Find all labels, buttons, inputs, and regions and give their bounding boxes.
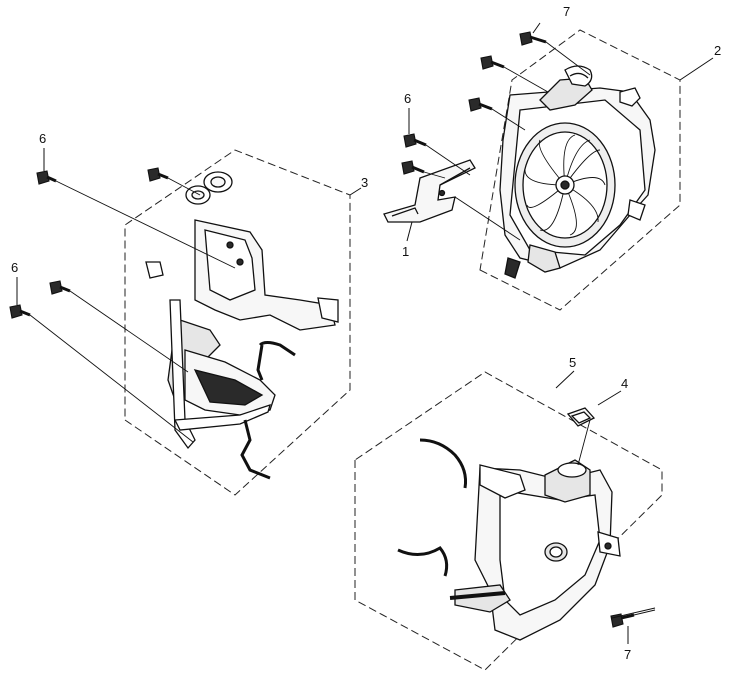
leader-lines <box>16 22 714 644</box>
callout-part-7-bottom: 7 <box>624 647 632 662</box>
callout-part-1: 1 <box>402 244 410 259</box>
lower-housing-part-5 <box>397 438 621 641</box>
bolt-icon <box>519 31 547 46</box>
bolt-icon <box>36 170 57 185</box>
callout-part-6-left-lower: 6 <box>11 260 19 275</box>
callout-part-6-top: 6 <box>404 91 412 106</box>
callout-part-6-left-upper: 6 <box>39 131 47 146</box>
bolt-icon <box>401 160 425 175</box>
callout-part-3: 3 <box>361 175 369 190</box>
callout-part-5: 5 <box>569 355 577 370</box>
group-outline-lower-housing <box>354 371 663 671</box>
bolts <box>9 31 635 628</box>
callout-part-4: 4 <box>621 376 629 391</box>
assembly-lines <box>29 41 656 616</box>
bolt-icon <box>480 55 505 70</box>
bracket-part-1 <box>383 159 476 223</box>
bolt-icon <box>49 280 71 295</box>
cap-part-4 <box>566 407 596 427</box>
callout-part-2: 2 <box>714 43 722 58</box>
left-shroud-part-3 <box>145 171 339 480</box>
bolt-icon <box>468 97 493 112</box>
fan-cover-part-2 <box>499 65 656 279</box>
bolt-icon <box>147 167 169 182</box>
bolt-icon <box>9 304 31 319</box>
bolt-icon <box>403 133 427 148</box>
callout-part-7-top: 7 <box>563 4 571 19</box>
